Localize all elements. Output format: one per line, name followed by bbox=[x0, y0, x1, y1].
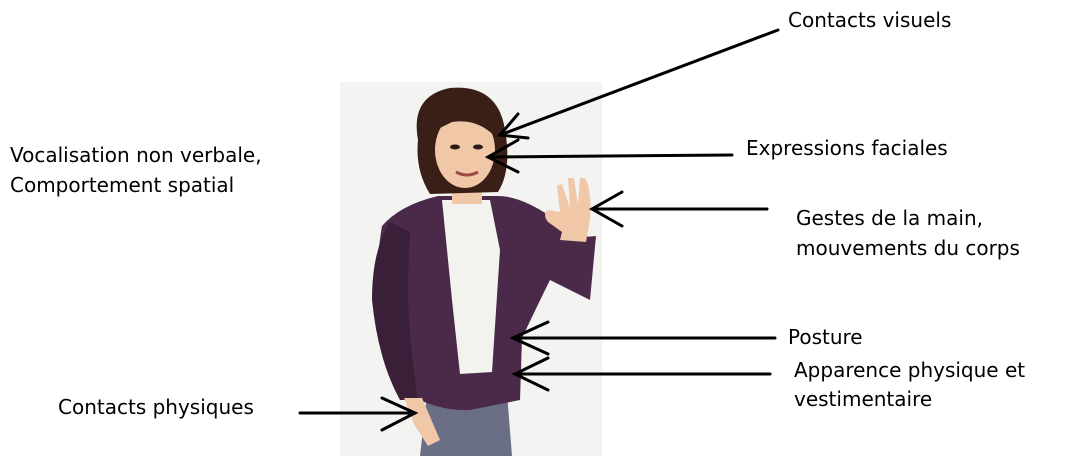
label-posture: Posture bbox=[788, 325, 863, 350]
label-physical-contact: Contacts physiques bbox=[58, 395, 254, 420]
label-gestures-line1: Gestes de la main, bbox=[796, 203, 1020, 233]
label-vocal-spatial: Vocalisation non verbale, Comportement s… bbox=[10, 140, 262, 200]
label-eye-contact: Contacts visuels bbox=[788, 8, 951, 33]
label-gestures: Gestes de la main, mouvements du corps bbox=[796, 203, 1020, 263]
label-appearance-line1: Apparence physique et bbox=[794, 356, 1025, 385]
label-appearance: Apparence physique et vestimentaire bbox=[794, 356, 1025, 414]
avatar-eye-left bbox=[450, 145, 460, 150]
label-vocal-line2: Comportement spatial bbox=[10, 170, 262, 200]
label-vocal-line1: Vocalisation non verbale, bbox=[10, 140, 262, 170]
facial-expressions-arrow-line bbox=[488, 155, 732, 157]
label-facial-expressions: Expressions faciales bbox=[746, 136, 948, 161]
label-appearance-line2: vestimentaire bbox=[794, 385, 1025, 414]
avatar-eye-right bbox=[473, 145, 483, 150]
label-gestures-line2: mouvements du corps bbox=[796, 233, 1020, 263]
